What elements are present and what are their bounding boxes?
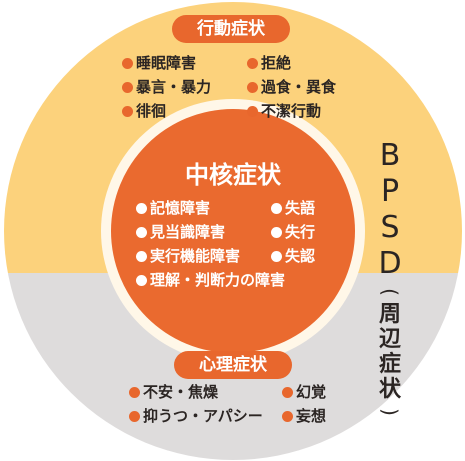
bpsd-close-paren: ) bbox=[378, 408, 402, 416]
psych-item: 妄想 bbox=[282, 409, 326, 424]
behavioral-title: 行動症状 bbox=[172, 15, 290, 43]
core-item: 失認 bbox=[271, 249, 315, 264]
bullet-icon bbox=[271, 203, 282, 214]
psych-item: 不安・焦燥 bbox=[129, 385, 218, 400]
core-item: 失行 bbox=[271, 225, 315, 240]
bullet-icon bbox=[136, 275, 147, 286]
core-title: 中核症状 bbox=[185, 161, 281, 189]
bullet-icon bbox=[247, 106, 258, 117]
bullet-icon bbox=[122, 58, 133, 69]
bpsd-subtitle-char: 辺 bbox=[378, 327, 401, 352]
bullet-icon bbox=[282, 387, 293, 398]
bullet-icon bbox=[271, 227, 282, 238]
bullet-icon bbox=[129, 411, 140, 422]
bullet-icon bbox=[122, 82, 133, 93]
core-item: 実行機能障害 bbox=[136, 249, 240, 264]
bullet-icon bbox=[129, 387, 140, 398]
psych-item: 幻覚 bbox=[282, 385, 326, 400]
bullet-icon bbox=[282, 411, 293, 422]
bullet-icon bbox=[271, 251, 282, 262]
behavioral-item: 過食・異食 bbox=[247, 80, 336, 95]
bullet-icon bbox=[136, 251, 147, 262]
bpsd-letter: P bbox=[380, 174, 400, 209]
core-item: 記憶障害 bbox=[136, 201, 210, 216]
psych-item: 抑うつ・アパシー bbox=[129, 409, 263, 424]
bpsd-letter: D bbox=[378, 246, 402, 281]
bpsd-open-paren: ( bbox=[378, 288, 402, 296]
bpsd-subtitle-char: 状 bbox=[378, 377, 401, 402]
core-item: 理解・判断力の障害 bbox=[136, 273, 285, 288]
behavioral-item: 拒絶 bbox=[247, 56, 291, 71]
bullet-icon bbox=[247, 82, 258, 93]
core-item: 失語 bbox=[271, 201, 315, 216]
bullet-icon bbox=[122, 106, 133, 117]
core-item: 見当識障害 bbox=[136, 225, 225, 240]
bpsd-letter: S bbox=[380, 210, 400, 245]
bullet-icon bbox=[247, 58, 258, 69]
bpsd-letter: B bbox=[379, 138, 401, 173]
bpsd-subtitle-char: 周 bbox=[378, 302, 401, 327]
bpsd-label: B P S D ( 周 辺 症 状 ) bbox=[370, 138, 410, 422]
bullet-icon bbox=[136, 227, 147, 238]
bpsd-subtitle-char: 症 bbox=[378, 352, 401, 377]
psych-title: 心理症状 bbox=[174, 351, 292, 379]
bullet-icon bbox=[136, 203, 147, 214]
behavioral-item: 暴言・暴力 bbox=[122, 80, 211, 95]
behavioral-item: 不潔行動 bbox=[247, 104, 321, 119]
core-circle bbox=[111, 109, 355, 353]
behavioral-item: 睡眠障害 bbox=[122, 56, 196, 71]
behavioral-item: 徘徊 bbox=[122, 104, 166, 119]
